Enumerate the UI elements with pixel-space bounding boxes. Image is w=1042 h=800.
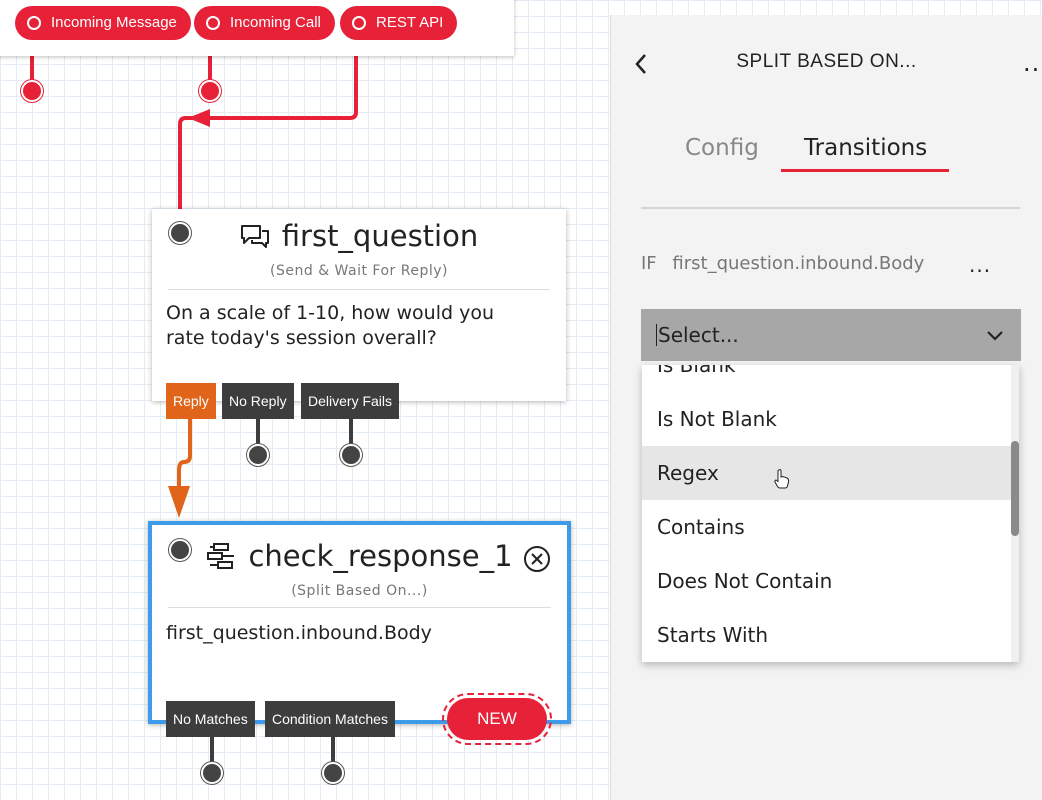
node-body: first_question.inbound.Body: [166, 622, 432, 644]
tab-transitions[interactable]: Transitions: [804, 135, 928, 161]
trigger-rest-api[interactable]: REST API: [340, 6, 458, 40]
trigger-incoming-message[interactable]: Incoming Message: [15, 6, 191, 40]
first-question-input-port[interactable]: [169, 222, 191, 244]
wire-rest-api: [178, 36, 358, 212]
chevron-left-icon[interactable]: [633, 51, 649, 77]
panel-more-menu[interactable]: ...: [1023, 49, 1042, 77]
panel-divider: [641, 207, 1020, 209]
condition-row: IF first_question.inbound.Body: [641, 253, 924, 274]
trigger-label: Incoming Message: [51, 14, 177, 31]
option-contains[interactable]: Contains: [657, 515, 745, 539]
transition-delivery-fails[interactable]: Delivery Fails: [301, 383, 400, 419]
hand-cursor-icon: [774, 469, 790, 489]
flow-canvas[interactable]: Incoming Message Incoming Call REST API …: [0, 0, 612, 800]
condition-keyword: IF: [641, 253, 657, 274]
transition-no-matches[interactable]: No Matches: [166, 701, 255, 737]
scrollbar-thumb[interactable]: [1011, 441, 1019, 536]
condition-more-menu[interactable]: ...: [969, 253, 992, 277]
node-divider: [168, 607, 551, 608]
widget-check-response[interactable]: check_response_1 (Split Based On...) fir…: [148, 521, 571, 724]
close-circle-icon[interactable]: [523, 545, 551, 573]
incoming-call-port[interactable]: [199, 80, 221, 102]
no-reply-port[interactable]: [247, 444, 269, 466]
ring-icon: [352, 16, 366, 30]
incoming-message-port[interactable]: [21, 80, 43, 102]
chevron-down-icon: [987, 331, 1003, 341]
node-title-row: first_question: [152, 219, 566, 253]
option-starts-with[interactable]: Starts With: [657, 623, 769, 647]
operator-select[interactable]: Select...: [641, 309, 1021, 361]
option-regex[interactable]: Regex: [642, 446, 1012, 500]
operator-dropdown[interactable]: Is Blank Is Not Blank Regex Contains Doe…: [642, 365, 1019, 662]
node-title: first_question: [281, 219, 479, 253]
node-divider: [168, 289, 550, 290]
no-matches-port[interactable]: [201, 762, 223, 784]
tab-config[interactable]: Config: [685, 135, 759, 161]
node-title: check_response_1: [248, 539, 513, 573]
delivery-fails-port[interactable]: [340, 444, 362, 466]
dropdown-scrollbar[interactable]: [1011, 365, 1019, 662]
node-title-row: check_response_1: [152, 539, 567, 573]
widget-first-question[interactable]: first_question (Send & Wait For Reply) O…: [152, 209, 566, 401]
text-cursor: [656, 323, 657, 346]
node-subtitle: (Split Based On...): [291, 583, 428, 599]
transition-no-reply[interactable]: No Reply: [222, 383, 294, 419]
config-panel: SPLIT BASED ON... ... Config Transitions…: [610, 15, 1042, 800]
ring-icon: [206, 16, 220, 30]
transition-reply[interactable]: Reply: [166, 383, 216, 419]
new-transition-button[interactable]: NEW: [442, 693, 552, 745]
trigger-label: Incoming Call: [230, 14, 321, 31]
panel-title: SPLIT BASED ON...: [736, 51, 917, 72]
option-does-not-contain[interactable]: Does Not Contain: [657, 569, 833, 593]
split-icon: [207, 543, 235, 569]
trigger-incoming-call[interactable]: Incoming Call: [194, 6, 335, 40]
check-response-input-port[interactable]: [169, 539, 191, 561]
condition-variable: first_question.inbound.Body: [672, 253, 925, 274]
ring-icon: [27, 16, 41, 30]
node-subtitle: (Send & Wait For Reply): [270, 263, 448, 279]
option-is-blank[interactable]: Is Blank: [657, 365, 736, 377]
wire-reply: [177, 418, 192, 490]
wire-arrowhead: [188, 109, 210, 127]
trigger-label: REST API: [376, 14, 444, 31]
chat-bubbles-icon: [240, 225, 269, 248]
option-is-not-blank[interactable]: Is Not Blank: [657, 407, 777, 431]
reply-arrowhead: [168, 486, 190, 518]
select-placeholder: Select...: [658, 323, 739, 347]
condition-matches-port[interactable]: [322, 762, 344, 784]
node-body: On a scale of 1-10, how would you rate t…: [166, 302, 495, 349]
active-tab-indicator: [781, 169, 949, 172]
option-label: Regex: [657, 461, 719, 485]
transition-condition-matches[interactable]: Condition Matches: [265, 701, 395, 737]
